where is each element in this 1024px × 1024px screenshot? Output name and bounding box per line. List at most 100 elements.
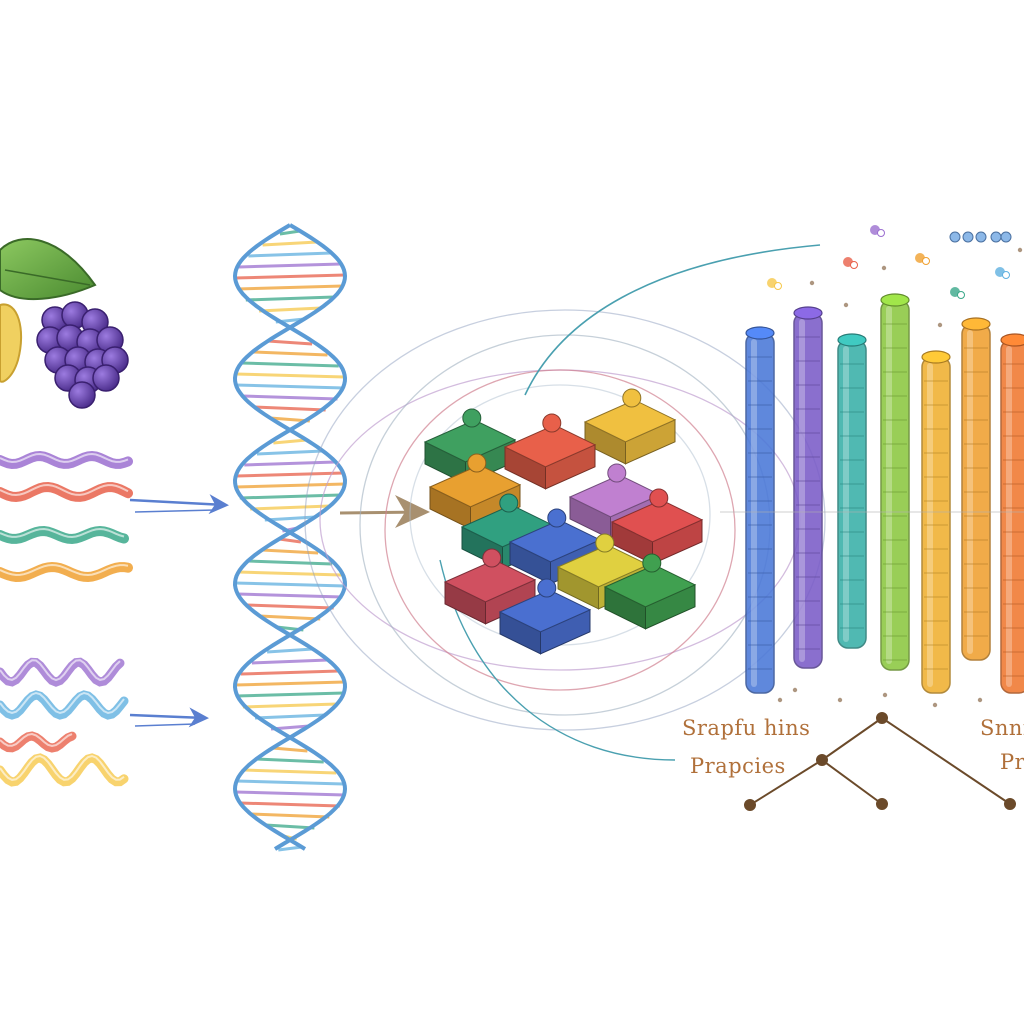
column-cap xyxy=(745,326,775,340)
speck xyxy=(843,302,849,308)
column-highlight xyxy=(751,339,757,687)
protein-strand xyxy=(0,450,133,470)
base-pair xyxy=(239,493,341,500)
label-right-line2: Pri xyxy=(1000,750,1024,774)
base-pair xyxy=(242,394,338,401)
column-highlight xyxy=(843,346,849,642)
column-cap xyxy=(793,306,823,320)
column-bars xyxy=(720,293,1024,694)
base-pair xyxy=(262,240,318,247)
protein-coil xyxy=(0,753,129,787)
base-pair xyxy=(245,295,335,302)
base-pair xyxy=(267,339,313,346)
column-cap xyxy=(837,333,867,347)
floating-molecules xyxy=(767,225,1023,708)
lemon-icon xyxy=(0,303,23,383)
base-pair xyxy=(250,504,330,511)
base-pair xyxy=(250,812,330,819)
base-pair xyxy=(264,515,316,522)
label-left-line2: Prapcies xyxy=(690,754,786,778)
protein-coil xyxy=(0,690,129,720)
protein-coil xyxy=(0,657,125,687)
puzzle-piece xyxy=(610,499,704,543)
leaf-vein xyxy=(4,269,91,286)
base-pair xyxy=(243,768,337,775)
coil-highlight xyxy=(0,732,73,748)
tree-diagram xyxy=(744,712,1016,811)
speck xyxy=(977,697,983,703)
puzzle-piece xyxy=(428,464,522,508)
tree-node xyxy=(744,799,756,811)
orbit-ring xyxy=(384,369,736,691)
connector-curve xyxy=(524,244,821,396)
puzzle-piece xyxy=(603,564,697,608)
speck xyxy=(937,322,943,328)
base-pair xyxy=(256,449,324,456)
column-bar xyxy=(880,299,910,671)
coil-highlight xyxy=(0,659,121,682)
molecule xyxy=(774,282,782,290)
molecule-chain xyxy=(962,231,974,243)
base-pair xyxy=(241,361,339,368)
base-pair xyxy=(244,460,336,467)
speck xyxy=(932,702,938,708)
puzzle-piece xyxy=(503,424,597,468)
molecule-chain xyxy=(990,231,1002,243)
puzzle-knob xyxy=(499,493,519,513)
molecule xyxy=(957,291,965,299)
base-pair xyxy=(236,779,344,786)
base-pair xyxy=(235,383,345,390)
label-left-line1: Srapfu hins xyxy=(682,716,811,740)
column-highlight xyxy=(1006,346,1012,687)
molecule-chain xyxy=(949,231,961,243)
molecule xyxy=(922,257,930,265)
speck xyxy=(809,280,815,286)
base-pair xyxy=(238,570,342,577)
protein-strand xyxy=(0,525,129,545)
base-pair xyxy=(238,262,342,269)
strand-highlight xyxy=(0,452,129,464)
tree-node xyxy=(876,798,888,810)
column-cap xyxy=(880,293,910,307)
base-pair xyxy=(273,438,307,445)
base-pair xyxy=(240,669,340,676)
base-pair xyxy=(235,372,345,379)
base-pair xyxy=(251,658,329,665)
base-pair xyxy=(261,548,319,555)
puzzle-piece xyxy=(423,419,517,463)
tree-node xyxy=(876,712,888,724)
orbit-ring xyxy=(304,309,826,731)
strand-highlight xyxy=(0,483,129,497)
column-bar xyxy=(1000,339,1024,694)
puzzle-piece xyxy=(443,559,537,603)
orbit-rings xyxy=(304,244,826,761)
strand-highlight xyxy=(0,527,125,539)
puzzle-knob xyxy=(607,463,627,483)
base-pair xyxy=(278,537,302,544)
base-pair xyxy=(236,691,344,698)
puzzle-knob xyxy=(482,548,502,568)
puzzle-knob xyxy=(622,388,642,408)
puzzle-knob xyxy=(467,453,487,473)
coil-highlight xyxy=(0,691,125,715)
puzzle-piece xyxy=(583,399,677,443)
base-pair xyxy=(236,471,344,478)
strand-highlight xyxy=(0,563,129,577)
puzzle-knob xyxy=(649,488,669,508)
base-pair xyxy=(267,647,313,654)
column-cap xyxy=(1000,333,1024,347)
base-pair xyxy=(235,790,345,797)
molecule xyxy=(1002,271,1010,279)
grape xyxy=(92,364,120,392)
base-pair xyxy=(279,229,301,236)
arrow-lower xyxy=(129,707,209,728)
column-bar xyxy=(837,339,867,649)
protein-strand xyxy=(0,481,133,503)
protein-strand xyxy=(0,561,133,583)
base-pair xyxy=(234,581,346,588)
molecule xyxy=(877,229,885,237)
leaf-icon xyxy=(0,238,97,300)
base-pair xyxy=(235,482,345,489)
base-pair xyxy=(237,592,343,599)
